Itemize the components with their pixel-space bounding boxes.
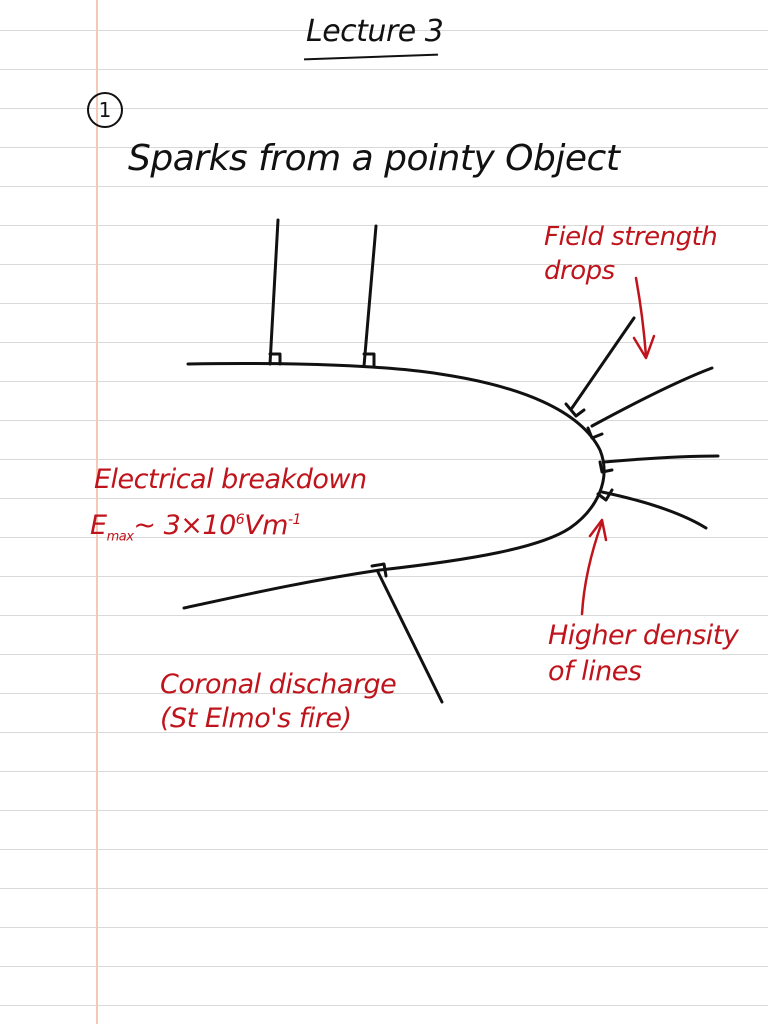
right-angle-mark	[370, 562, 388, 578]
higher-line1: Higher density	[548, 620, 739, 651]
right-angle-mark	[268, 352, 282, 366]
field-line	[376, 570, 444, 704]
coronal-line1: Coronal discharge	[160, 669, 397, 700]
red-arrow-up-head	[588, 518, 608, 542]
emax-exponent: 6	[235, 512, 245, 528]
field-strength-note: Field strength drops	[544, 220, 718, 288]
section-heading: Sparks from a pointy Object	[128, 138, 620, 179]
field-strength-line2: drops	[544, 256, 615, 286]
emax-subscript: max	[106, 529, 134, 545]
red-arrow-up	[580, 520, 604, 616]
red-arrow-down	[634, 276, 648, 358]
coronal-line2: (St Elmo's fire)	[160, 703, 352, 734]
emax-approx: ~ 3×10	[133, 510, 236, 541]
emax-formula: Emax~ 3×106Vm-1	[90, 510, 301, 544]
field-line	[268, 218, 280, 366]
item-number: 1	[98, 98, 112, 122]
field-line	[590, 366, 714, 428]
right-angle-mark	[586, 426, 604, 440]
higher-line2: of lines	[548, 656, 642, 687]
item-number-circle: 1	[87, 92, 123, 128]
right-angle-mark	[564, 402, 586, 418]
field-strength-line1: Field strength	[544, 222, 718, 252]
margin-line	[96, 0, 98, 1024]
page-title: Lecture 3	[306, 14, 444, 49]
emax-units: Vm	[244, 510, 288, 541]
right-angle-mark	[596, 488, 614, 502]
right-angle-mark	[362, 352, 376, 368]
field-line	[602, 454, 720, 464]
breakdown-label: Electrical breakdown	[94, 464, 367, 495]
higher-density-note: Higher density of lines	[548, 618, 739, 690]
field-line	[570, 316, 636, 410]
emax-units-exponent: -1	[287, 512, 301, 528]
field-line	[362, 224, 378, 368]
coronal-note: Coronal discharge (St Elmo's fire)	[160, 668, 397, 736]
right-angle-mark	[598, 460, 614, 474]
field-line	[600, 490, 708, 530]
emax-symbol: E	[90, 510, 107, 541]
red-arrow-down-head	[632, 334, 656, 360]
